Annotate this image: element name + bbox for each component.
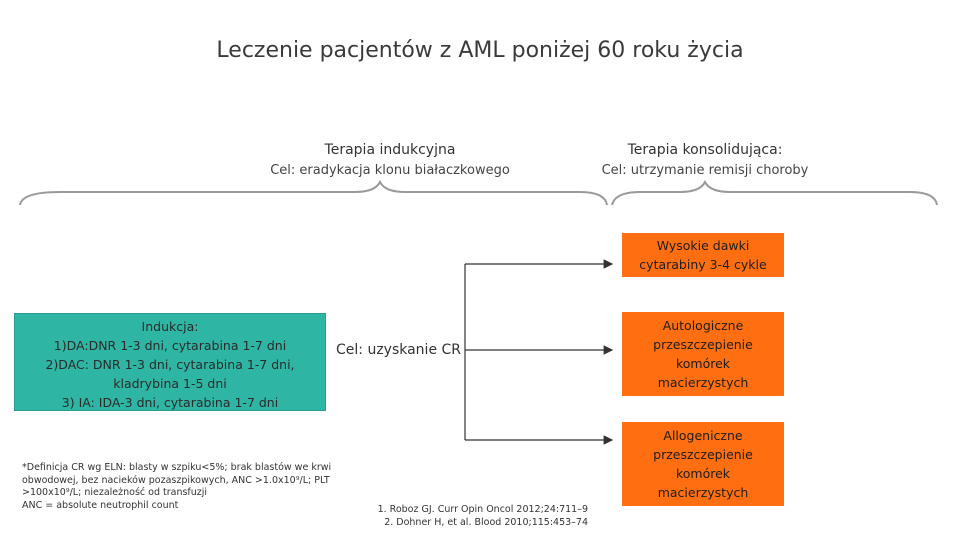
consolidation-phase-heading: Terapia konsolidująca:	[627, 142, 783, 158]
option-box-allogeneic-transplant: Allogeniczne przeszczepienie komórek mac…	[622, 422, 784, 506]
option-line: Wysokie dawki	[656, 238, 750, 253]
option-box-autologous-transplant: Autologiczne przeszczepienie komórek mac…	[622, 312, 784, 396]
references: 1. Roboz GJ. Curr Opin Oncol 2012;24:711…	[340, 503, 588, 529]
option-line: Allogeniczne	[663, 428, 743, 443]
consolidation-phase-goal: Cel: utrzymanie remisji choroby	[601, 163, 809, 178]
option-line: komórek	[675, 466, 731, 481]
option-line: przeszczepienie	[653, 337, 753, 352]
induction-line: 1)DA:DNR 1-3 dni, cytarabina 1-7 dni	[53, 338, 287, 353]
induction-phase-heading: Terapia indukcyjna	[324, 142, 456, 158]
induction-brace	[19, 179, 608, 206]
cr-definition-footnote: *Definicja CR wg ELN: blasty w szpiku<5%…	[22, 462, 352, 512]
reference-line: 2. Dohner H, et al. Blood 2010;115:453–7…	[384, 517, 588, 528]
option-line: przeszczepienie	[653, 447, 753, 462]
option-box-high-dose-cytarabine: Wysokie dawki cytarabiny 3-4 cykle	[622, 233, 784, 277]
consolidation-brace	[611, 179, 938, 206]
induction-line: 3) IA: IDA-3 dni, cytarabina 1-7 dni	[61, 395, 279, 410]
induction-box: Indukcja: 1)DA:DNR 1-3 dni, cytarabina 1…	[14, 313, 326, 411]
footnote-line: >100x10⁹/L; niezależność od transfuzji	[22, 487, 208, 498]
footnote-line: obwodowej, bez nacieków pozaszpikowych, …	[22, 474, 330, 486]
option-line: macierzystych	[657, 375, 749, 390]
footnote-line: *Definicja CR wg ELN: blasty w szpiku<5%…	[22, 462, 332, 473]
option-line: macierzystych	[657, 485, 749, 500]
induction-line: Indukcja:	[141, 319, 199, 334]
induction-phase-goal: Cel: eradykacja klonu białaczkowego	[270, 163, 510, 178]
option-line: Autologiczne	[662, 318, 744, 333]
page-title: Leczenie pacjentów z AML poniżej 60 roku…	[216, 38, 744, 63]
induction-line: 2)DAC: DNR 1-3 dni, cytarabina 1-7 dni,	[45, 357, 295, 372]
reference-line: 1. Roboz GJ. Curr Opin Oncol 2012;24:711…	[377, 504, 588, 515]
option-line: komórek	[675, 356, 731, 371]
option-line: cytarabiny 3-4 cykle	[639, 257, 767, 272]
cr-goal-label: Cel: uzyskanie CR	[336, 342, 462, 358]
footnote-line: ANC = absolute neutrophil count	[22, 499, 179, 511]
induction-line: kladrybina 1-5 dni	[113, 376, 227, 391]
